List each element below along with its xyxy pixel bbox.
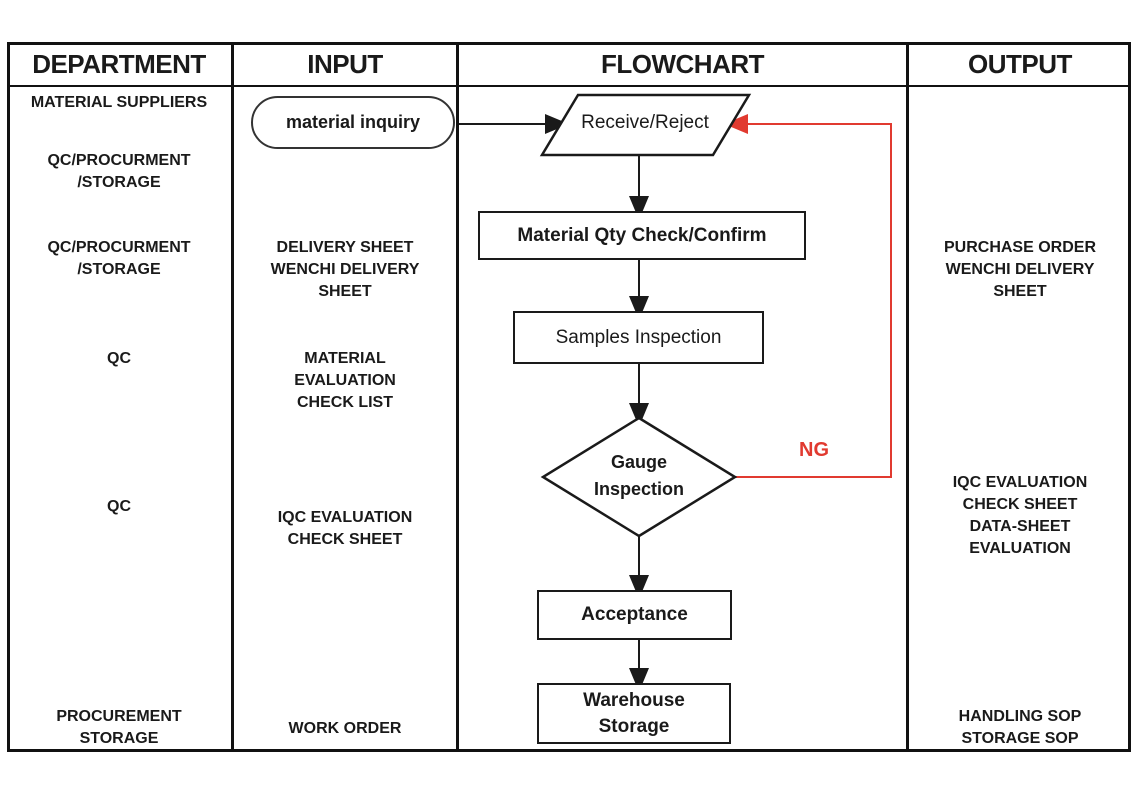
department-cell: QC/PROCURMENT /STORAGE	[47, 152, 191, 191]
terminator-material-inquiry-label: material inquiry	[285, 112, 421, 132]
department-cell: MATERIAL SUPPLIERS	[30, 94, 208, 111]
node-warehouse-storage: Warehouse Storage	[537, 683, 731, 744]
output-cell: HANDLING SOP STORAGE SOP	[958, 708, 1082, 747]
ng-feedback-line	[724, 114, 892, 478]
output-cell: PURCHASE ORDER WENCHI DELIVERY SHEET	[943, 239, 1096, 300]
column-divider-3	[906, 42, 909, 752]
column-header-flowchart: FLOWCHART	[600, 48, 765, 79]
node-acceptance: Acceptance	[537, 590, 732, 640]
parallelogram-shape	[539, 93, 752, 157]
diamond-shape	[540, 416, 738, 538]
department-cell: QC	[107, 498, 131, 515]
column-divider-2	[456, 42, 459, 752]
input-cell: IQC EVALUATION CHECK SHEET	[277, 509, 413, 548]
output-cell: IQC EVALUATION CHECK SHEET DATA-SHEET EV…	[952, 474, 1088, 557]
node-acceptance-label: Acceptance	[581, 604, 688, 625]
department-cell: PROCUREMENT STORAGE	[56, 708, 182, 747]
node-material-qty-check-label: Material Qty Check/Confirm	[517, 224, 767, 246]
node-material-qty-check: Material Qty Check/Confirm	[478, 211, 806, 260]
node-receive-reject-label: Receive/Reject	[581, 112, 709, 133]
department-cell: QC	[107, 350, 131, 367]
header-divider-line	[7, 85, 1131, 87]
input-cell: DELIVERY SHEET WENCHI DELIVERY SHEET	[270, 239, 420, 300]
terminator-material-inquiry: material inquiry	[251, 96, 455, 149]
column-header-input: INPUT	[307, 48, 383, 79]
column-header-output: OUTPUT	[968, 48, 1072, 79]
swimlane-table-frame	[7, 42, 1131, 752]
input-cell: MATERIAL EVALUATION CHECK LIST	[294, 350, 396, 411]
node-samples-inspection-label: Samples Inspection	[555, 326, 722, 348]
department-cell: QC/PROCURMENT /STORAGE	[47, 239, 191, 278]
ng-branch-label: NG	[799, 439, 829, 461]
node-gauge-inspection-label: Gauge Inspection	[593, 452, 684, 499]
input-cell: WORK ORDER	[288, 720, 402, 737]
column-header-department: DEPARTMENT	[32, 48, 206, 79]
column-divider-1	[231, 42, 234, 752]
node-warehouse-storage-label: Warehouse Storage	[583, 689, 685, 737]
node-samples-inspection: Samples Inspection	[513, 311, 764, 364]
